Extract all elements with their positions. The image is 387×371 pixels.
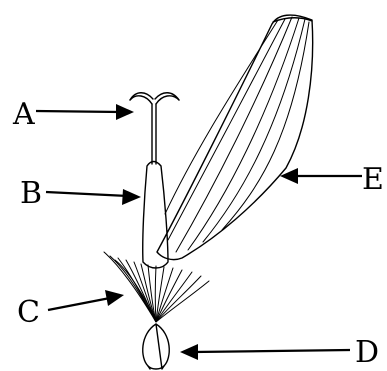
anther-tube — [142, 160, 169, 269]
stigma-lobe-left — [129, 92, 154, 101]
ovary — [142, 323, 170, 370]
petal-vein — [187, 17, 300, 251]
pappus-hairs — [103, 251, 210, 323]
label-d: D — [355, 335, 379, 370]
stigma-lobe-right — [154, 92, 180, 101]
petal-vein — [167, 18, 286, 241]
arrow-c — [47, 290, 124, 312]
arrow-d — [180, 344, 351, 360]
petal-outline — [156, 14, 314, 261]
label-b: B — [20, 176, 42, 211]
petal-vein — [164, 19, 279, 215]
ovary-base — [147, 365, 165, 370]
arrow-b — [45, 189, 141, 205]
arrow-a — [35, 104, 134, 120]
petal — [156, 14, 314, 261]
label-c: C — [17, 295, 40, 330]
petal-vein — [175, 16, 293, 253]
style-and-stigma — [129, 92, 180, 165]
stigma-lobe-left — [129, 95, 153, 105]
petal-vein — [221, 21, 310, 231]
label-e: E — [362, 162, 384, 197]
petal-rim — [272, 17, 313, 23]
arrow-e — [280, 168, 362, 184]
petal-vein — [202, 18, 306, 243]
label-a: A — [12, 97, 35, 132]
